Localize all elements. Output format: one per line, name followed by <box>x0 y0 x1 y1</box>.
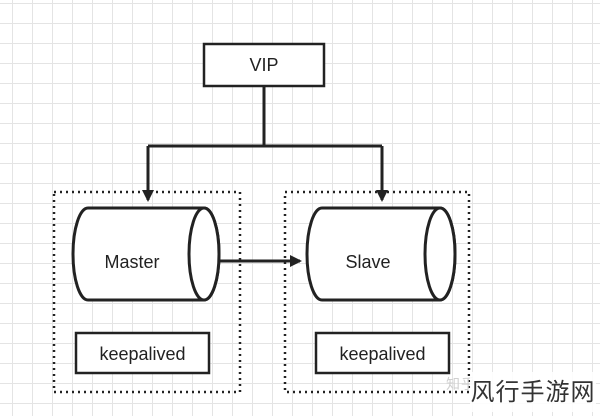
slave-cylinder <box>305 206 457 302</box>
master-keepalived-label: keepalived <box>99 344 185 364</box>
master-label: Master <box>104 252 159 272</box>
vip-label: VIP <box>249 55 278 75</box>
master-node-group <box>52 190 242 394</box>
master-keepalived-box <box>74 331 211 375</box>
zhihu-watermark: 知乎 <box>446 377 476 393</box>
slave-keepalived-box <box>314 331 451 375</box>
master-cylinder <box>71 206 221 302</box>
brand-watermark: 风行手游网 <box>470 372 596 412</box>
slave-keepalived-label: keepalived <box>339 344 425 364</box>
slave-label: Slave <box>345 252 390 272</box>
vip-box <box>202 42 326 88</box>
